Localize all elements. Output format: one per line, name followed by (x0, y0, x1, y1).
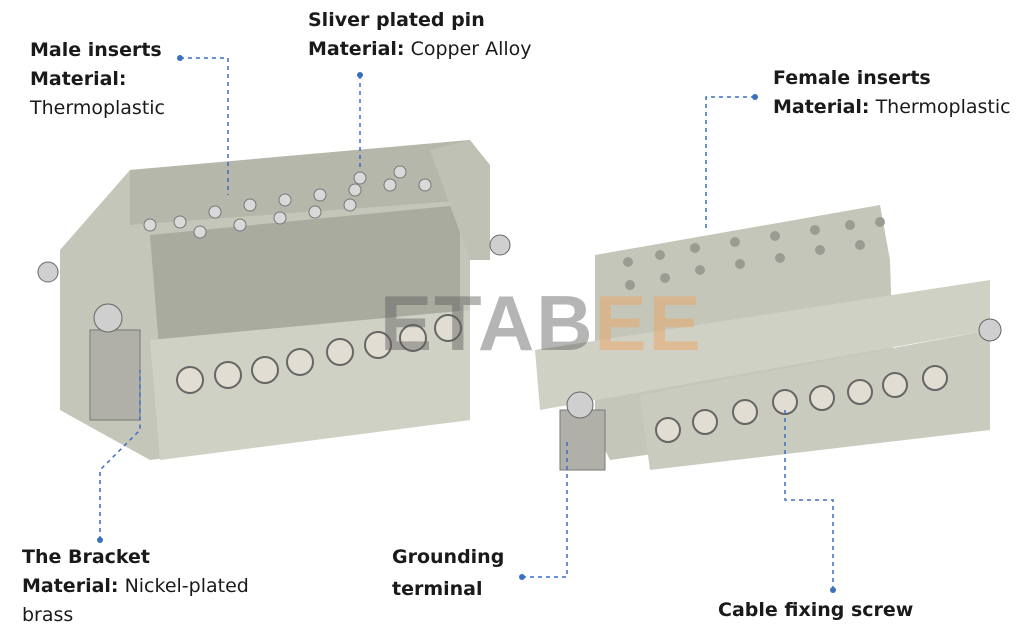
leader-dots (97, 55, 836, 593)
material-key: Material: (30, 68, 127, 90)
label-female-inserts: Female inserts Material: Thermoplastic (773, 64, 1011, 122)
material-key: Material: (22, 575, 119, 597)
grounding-title-line2: terminal (392, 578, 483, 600)
female-insert (535, 205, 1002, 471)
material-value: Thermoplastic (875, 96, 1011, 118)
material-key: Material: (773, 96, 870, 118)
grounding-title-line1: Grounding (392, 546, 505, 568)
pin-title: Sliver plated pin (308, 9, 485, 31)
female-inserts-title: Female inserts (773, 67, 931, 89)
leader-lines (99, 57, 834, 590)
bracket-title: The Bracket (22, 546, 151, 568)
material-value: Thermoplastic (30, 97, 166, 119)
label-cable-fixing-screw: Cable fixing screw (718, 596, 913, 625)
label-bracket: The Bracket Material: Nickel-plated bras… (22, 543, 282, 630)
label-pin: Sliver plated pin Material: Copper Alloy (308, 6, 532, 64)
material-value: Nickel-plated brass (22, 575, 249, 626)
screw-title: Cable fixing screw (718, 599, 914, 621)
male-inserts-title: Male inserts (30, 39, 162, 61)
label-grounding-terminal: Grounding terminal (392, 543, 504, 604)
material-key: Material: (308, 38, 405, 60)
material-value: Copper Alloy (410, 38, 532, 60)
male-insert (37, 140, 511, 460)
watermark-logo: ETABEE (380, 279, 703, 367)
label-male-inserts: Male inserts Material: Thermoplastic (30, 36, 165, 123)
